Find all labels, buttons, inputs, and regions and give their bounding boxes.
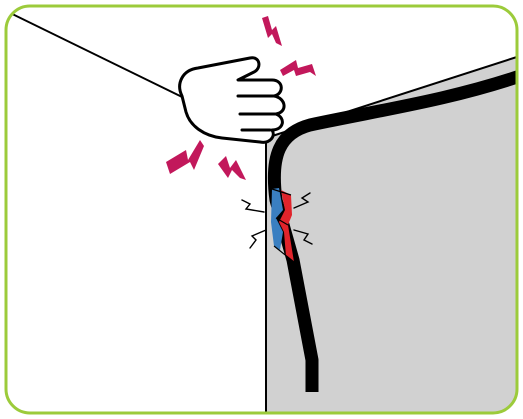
electric-shock-icon	[166, 16, 316, 180]
shock-bolt-left	[166, 140, 204, 174]
power-cable	[267, 68, 517, 392]
hand-finger-lines	[236, 94, 278, 132]
spark-left-bottom	[249, 229, 267, 249]
shock-bolt-right	[280, 60, 316, 76]
spark-right-bottom	[293, 229, 313, 245]
spark-right-top	[293, 192, 311, 209]
shock-bolt-top	[262, 16, 282, 46]
hand-icon	[178, 56, 286, 144]
damaged-cable-icon	[271, 188, 295, 263]
hand-shape	[178, 56, 286, 144]
cable-damage-red	[279, 190, 294, 262]
cable-damage-blue	[271, 188, 283, 250]
cable-damage-outline	[271, 188, 295, 263]
spark-left-top	[241, 199, 265, 213]
spark-icon	[241, 192, 313, 249]
frame-border	[4, 4, 519, 415]
right-wall	[266, 55, 517, 413]
shock-bolt-bottom	[218, 156, 246, 180]
